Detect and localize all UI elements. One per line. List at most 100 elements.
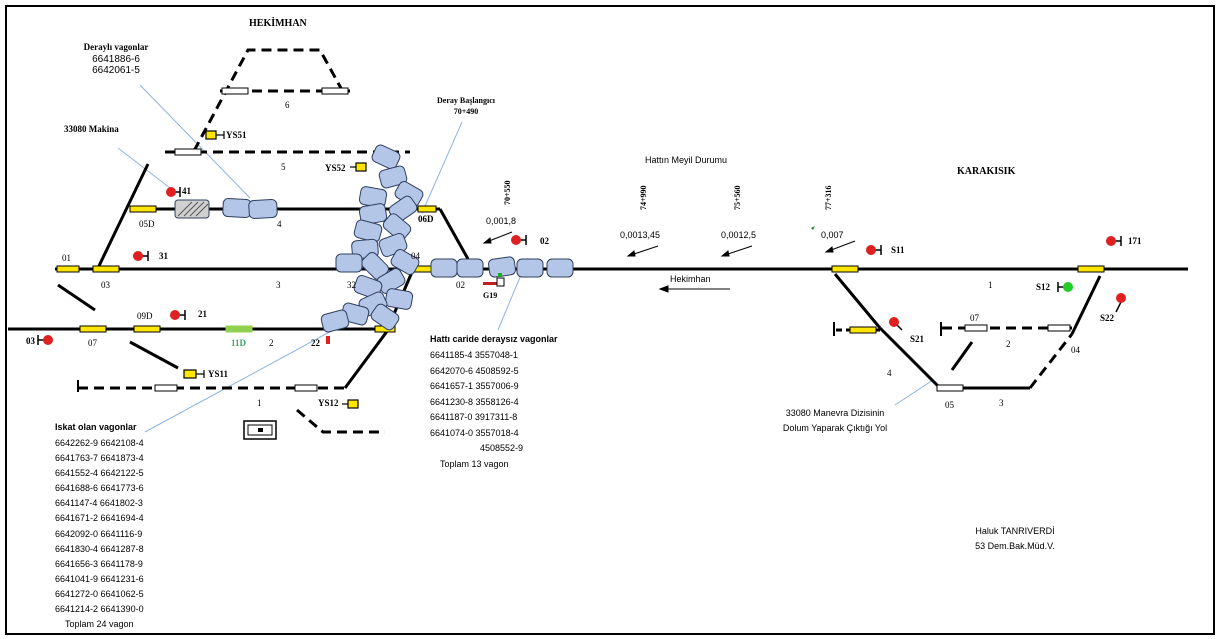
track-number: 5 <box>281 162 286 172</box>
list-item: 6641763-7 6641873-4 <box>55 453 144 464</box>
station-title-karakisik: KARAKISIK <box>957 166 1016 177</box>
scrapped-wagon <box>371 144 401 170</box>
track-number: 6 <box>285 100 290 110</box>
signal-label: YS51 <box>226 130 247 140</box>
list-item: 6641552-4 6642122-5 <box>55 468 144 479</box>
scrapped-wagons-title: Iskat olan vagonlar <box>55 422 137 432</box>
grade-value: 0,001,8 <box>486 216 517 226</box>
switch-label: 07 <box>88 338 97 348</box>
signal-label: S22 <box>1100 313 1115 323</box>
switch-label: 04 <box>411 251 420 261</box>
derail-start-km: 70+490 <box>453 107 479 116</box>
locomotive-hatching <box>177 201 209 217</box>
signal-label: S12 <box>1036 282 1051 292</box>
list-item: 6641214-2 6641390-0 <box>55 604 144 615</box>
signal-label: 22 <box>311 338 320 348</box>
scrapped-wagon <box>335 253 363 273</box>
list-item: 6642262-9 6642108-4 <box>55 438 144 448</box>
scrapped-wagon <box>320 309 350 333</box>
grade-arrows <box>482 231 856 293</box>
scrapped-wagon <box>358 203 388 225</box>
signature-name: Haluk TANRIVERDİ <box>975 526 1055 536</box>
undamaged-wagon <box>516 258 544 278</box>
track-number: 1 <box>988 280 993 290</box>
km-mark: 70+550 <box>503 180 512 205</box>
switch-label: 03 <box>101 280 110 290</box>
locomotive-label: 33080 Makina <box>64 124 119 134</box>
locomotive-33080 <box>174 199 210 219</box>
km-mark: 74+990 <box>639 185 648 210</box>
signals <box>37 130 1126 409</box>
derailed-wagon-id: 6642061-5 <box>92 65 140 76</box>
station-title-hekimhan: HEKİMHAN <box>249 18 307 29</box>
hekimhan-tracks <box>8 48 1188 434</box>
switch-label: 05 <box>945 400 954 410</box>
list-item: 4508552-9 <box>480 443 524 453</box>
list-item: 6641185-4 3557048-1 <box>430 350 518 360</box>
green-marker <box>811 226 815 230</box>
signal-label: 21 <box>198 309 207 319</box>
page-border <box>5 5 1215 635</box>
undamaged-wagon <box>488 256 516 278</box>
signal-label: 171 <box>1128 236 1142 246</box>
list-item: 6641074-0 3557018-4 <box>430 427 519 438</box>
scrapped-wagon <box>384 288 414 310</box>
list-item: 6641272-0 6641062-5 <box>55 588 144 599</box>
track-number: 4 <box>887 368 892 378</box>
signal-label: 02 <box>540 236 549 246</box>
track-number: 4 <box>277 219 282 229</box>
switch-label: 02 <box>456 280 465 290</box>
list-item: 6641688-6 6641773-6 <box>55 483 144 494</box>
signal-label: S11 <box>891 245 905 255</box>
list-item: 6641187-0 3917311-8 <box>430 412 518 422</box>
signal-label: 31 <box>159 251 168 261</box>
grade-value: 0,007 <box>821 230 844 240</box>
signal-label: G19 <box>483 291 498 300</box>
derailed-wagon <box>248 199 278 219</box>
scrapped-wagon <box>378 165 408 189</box>
undamaged-wagons-list: 6641185-4 3557048-1 6642070-6 4508592-5 … <box>430 348 523 472</box>
list-item: 6641230-8 3558126-4 <box>430 396 519 407</box>
shunting-note-line2: Dolum Yaparak Çıktığı Yol <box>782 423 888 433</box>
wagons <box>174 144 574 333</box>
switch-label: 07 <box>970 313 979 323</box>
scrapped-wagon <box>370 303 400 331</box>
switch-label: 05D <box>139 219 155 229</box>
list-item: 6641656-3 6641178-9 <box>55 558 143 569</box>
track-number: 2 <box>269 338 274 348</box>
list-total: Toplam 13 vagon <box>440 458 509 469</box>
switch-label: 01 <box>62 253 71 263</box>
track-number: 3 <box>999 398 1004 408</box>
signal-label: YS52 <box>325 163 346 173</box>
signal-label: YS12 <box>318 398 339 408</box>
shunting-note-line1: 33080 Manevra Dizisinin <box>785 408 885 418</box>
derail-start-title: Deray Başlangıcı <box>437 96 495 105</box>
signal-label: 41 <box>182 186 191 196</box>
derailed-wagons-title: Deraylı vagonlar <box>83 42 149 52</box>
switch-label: 06D <box>418 214 434 224</box>
switch-label: 11D <box>231 338 247 348</box>
km-mark: 77+316 <box>824 185 833 210</box>
station-building-icon <box>243 420 277 440</box>
list-item: 6642070-6 4508592-5 <box>430 365 519 376</box>
list-total: Toplam 24 vagon <box>65 619 134 630</box>
undamaged-wagon <box>456 258 484 278</box>
list-item: 6641147-4 6641802-3 <box>55 498 143 509</box>
scrapped-wagon <box>382 213 412 241</box>
direction-hekimhan: Hekimhan <box>670 274 711 284</box>
signal-label: YS11 <box>208 369 229 379</box>
scrapped-wagon <box>390 249 420 275</box>
list-item: 6641041-9 6641231-6 <box>55 573 144 584</box>
undamaged-wagons-title: Hattı caride deraysız vagonlar <box>430 334 558 344</box>
km-mark: 75+560 <box>733 185 742 210</box>
grade-value: 0,0013,45 <box>620 230 661 240</box>
signature-title: 53 Dem.Bak.Müd.V. <box>975 541 1055 551</box>
grade-title: Hattın Meyil Durumu <box>645 155 728 165</box>
signal-label: 03 <box>26 336 35 346</box>
switch-label: 32 <box>347 280 356 290</box>
list-item: 6641657-1 3557006-9 <box>430 381 519 391</box>
scrapped-wagons-list: 6642262-9 6642108-4 6641763-7 6641873-4 … <box>55 436 144 632</box>
track-number: 3 <box>276 280 281 290</box>
track-number: 1 <box>257 398 262 408</box>
